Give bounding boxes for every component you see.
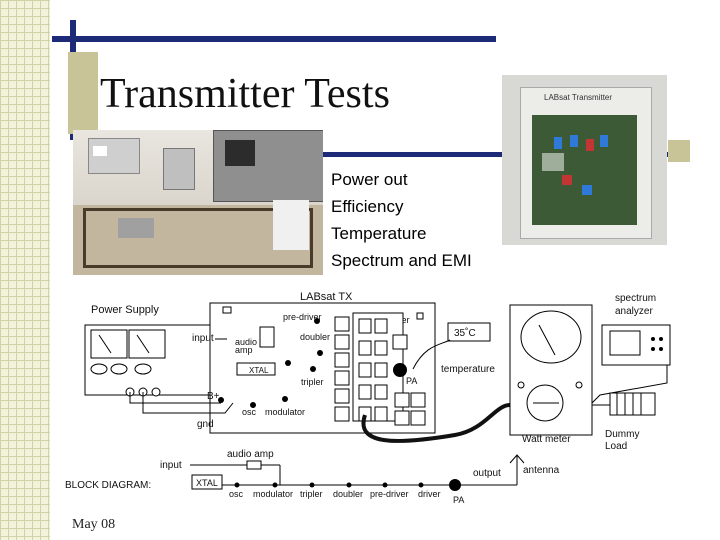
slide-title: Transmitter Tests	[100, 71, 390, 117]
block-xtal-box	[191, 474, 223, 490]
chain-doubler: doubler	[333, 489, 363, 499]
block-diagram-label: BLOCK DIAGRAM:	[65, 480, 151, 491]
pa-label: PA	[406, 376, 417, 386]
ps-meter-left	[90, 329, 128, 359]
title-tan-block	[68, 52, 98, 134]
spectrum-label-1: spectrum	[615, 293, 656, 304]
chain-driver: driver	[418, 489, 441, 499]
ps-meter-right	[128, 329, 166, 359]
temperature-label: temperature	[441, 364, 495, 375]
chain-pre-driver: pre-driver	[370, 489, 409, 499]
slide-date: May 08	[72, 517, 116, 532]
xtal-box	[236, 362, 276, 376]
chain-tripler: tripler	[300, 489, 323, 499]
right-tan-block	[668, 140, 690, 162]
xtal-label: XTAL	[249, 366, 269, 375]
pre-driver-label: pre-driver	[283, 312, 322, 322]
diagram-title: LABsat TX	[300, 291, 353, 303]
transmitter-label: LABsat Transmitter	[544, 93, 613, 102]
bullet-efficiency: Efficiency	[331, 197, 404, 216]
bullet-temperature: Temperature	[331, 224, 427, 243]
lab-bench-photo	[73, 130, 323, 275]
watt-meter-label: Watt meter	[522, 434, 571, 445]
b-plus-label: B+	[207, 391, 220, 402]
audio-amp-label-1: audio	[235, 337, 257, 347]
antenna-icon	[509, 454, 525, 485]
chain-modulator: modulator	[253, 489, 293, 499]
dummy-load-label-2: Load	[605, 441, 627, 452]
bullet-power-out: Power out	[331, 170, 408, 189]
audio-amp-chip	[259, 326, 275, 348]
chain-osc: osc	[229, 489, 244, 499]
input-label: input	[192, 333, 214, 344]
block-xtal-label: XTAL	[196, 478, 218, 488]
antenna-label: antenna	[523, 465, 560, 476]
audio-amp-label-2: amp	[235, 345, 253, 355]
tripler-label: tripler	[301, 377, 324, 387]
labsat-transmitter-photo: LABsat Transmitter	[502, 75, 667, 245]
bullet-spectrum-emi: Spectrum and EMI	[331, 251, 472, 270]
pa-transistor	[393, 363, 407, 377]
gnd-label: gnd	[197, 419, 214, 430]
block-audio-amp	[246, 460, 262, 470]
temp-value: 35˚C	[454, 327, 476, 339]
decorative-grid-strip	[0, 0, 50, 540]
test-setup-diagram: Power Supply LABsat TX pre-driver driver…	[65, 291, 671, 505]
dummy-load-label-1: Dummy	[605, 429, 639, 440]
top-accent-bar	[52, 36, 496, 42]
doubler-label: doubler	[300, 332, 330, 342]
block-pa-label: PA	[453, 495, 464, 505]
power-supply-label: Power Supply	[91, 304, 159, 316]
modulator-label: modulator	[265, 407, 305, 417]
spectrum-label-2: analyzer	[615, 306, 653, 317]
block-output-label: output	[473, 468, 501, 479]
osc-label: osc	[242, 407, 257, 417]
block-input-label: input	[160, 460, 182, 471]
temp-readout	[447, 322, 491, 342]
mid-accent-bar	[310, 152, 668, 157]
block-audio-amp-label: audio amp	[227, 449, 274, 460]
